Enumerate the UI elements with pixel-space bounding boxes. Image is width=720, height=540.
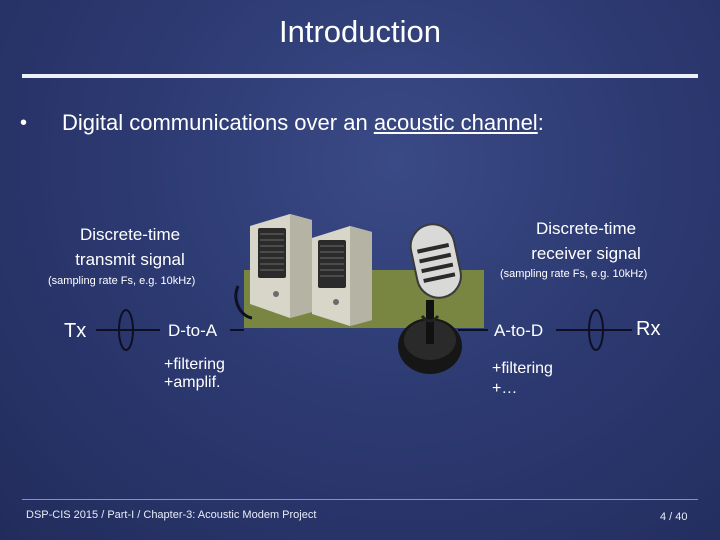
rx-signal-line1: Discrete-time: [535, 219, 637, 238]
bullet-text-after: :: [537, 110, 544, 135]
microphone-icon: [398, 223, 462, 374]
channel-wire: [234, 285, 253, 320]
slide-title: Introduction: [279, 14, 441, 49]
bullet-text: Digital communications over an acoustic …: [62, 110, 544, 136]
tx-signal-label: Discrete-time transmit signal: [52, 222, 208, 272]
dac-amplif-note: +amplif.: [164, 374, 221, 391]
dac-filtering-note: +filtering: [164, 356, 225, 373]
footer-divider: [22, 499, 698, 500]
rx-sampler-ellipse: [588, 309, 604, 351]
tx-signal-line1: Discrete-time: [79, 225, 181, 244]
bullet-text-before: Digital communications over an: [62, 110, 374, 135]
tx-signal-line2: transmit signal: [75, 250, 185, 269]
title-divider: [22, 74, 698, 78]
bullet-text-link: acoustic channel: [373, 110, 538, 135]
adc-filtering-note: +filtering: [492, 360, 553, 377]
tx-sampler-ellipse: [118, 309, 134, 351]
page-number: 4 / 40: [660, 511, 688, 523]
tx-sampling-note: (sampling rate Fs, e.g. 10kHz): [48, 275, 196, 287]
rx-signal-line2: receiver signal: [531, 244, 641, 263]
rx-signal-label: Discrete-time receiver signal: [506, 216, 666, 266]
adc-more-note: +…: [492, 380, 518, 397]
speaker-left-icon: [250, 214, 312, 318]
slide-footer: DSP-CIS 2015 / Part-I / Chapter-3: Acous…: [26, 509, 317, 521]
tx-block: Tx: [64, 320, 87, 342]
adc-block: A-to-D: [494, 321, 544, 340]
speaker-right-icon: [312, 226, 372, 326]
dac-block: D-to-A: [168, 321, 218, 340]
bullet-marker: •: [20, 112, 28, 134]
rx-block: Rx: [636, 318, 661, 340]
rx-sampling-note: (sampling rate Fs, e.g. 10kHz): [500, 268, 648, 280]
